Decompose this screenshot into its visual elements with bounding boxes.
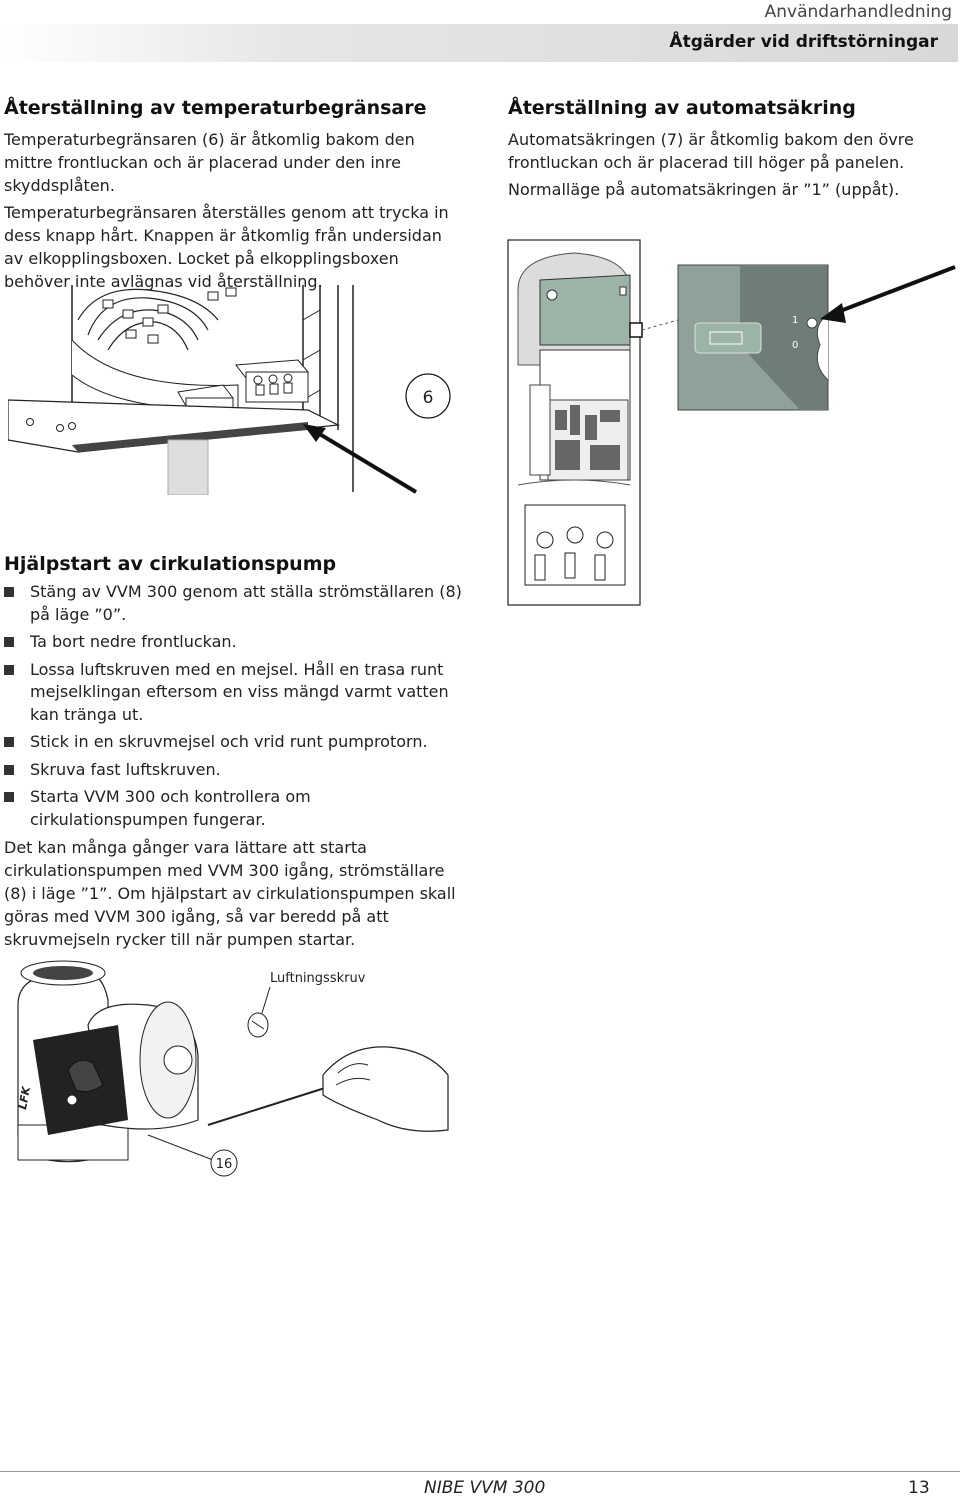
air-screw-callout: Luftningsskruv [270, 971, 366, 986]
breaker-switch-on-label: 1 [792, 315, 798, 326]
pump-step: Stäng av VVM 300 genom att ställa ströms… [4, 581, 464, 626]
bullet-icon [4, 664, 14, 675]
breaker-paragraph: Normalläge på automatsäkringen är ”1” (u… [508, 180, 900, 199]
bullet-icon [4, 764, 14, 775]
header-bar [2, 24, 958, 62]
cabinet-figure: 1 0 [507, 239, 956, 606]
pump-figure: LFK Luftningsskruv 16 [16, 960, 449, 1177]
temp-limiter-text: Temperaturbegränsaren (6) är åtkomlig ba… [4, 128, 464, 297]
temp-limiter-heading: Återställning av temperaturbegränsare [4, 97, 427, 119]
breaker-heading: Återställning av automatsäkring [508, 97, 856, 119]
page-number: 13 [908, 1478, 930, 1498]
breaker-text: Automatsäkringen (7) är åtkomlig bakom d… [508, 128, 948, 205]
pump-steps: Stäng av VVM 300 genom att ställa ströms… [4, 581, 464, 836]
pump-step: Stick in en skruvmejsel och vrid runt pu… [4, 731, 464, 754]
temp-limiter-paragraph: Temperaturbegränsaren återställes genom … [4, 203, 449, 291]
temp-limiter-callout: 6 [423, 388, 434, 408]
pump-step: Lossa luftskruven med en mejsel. Håll en… [4, 659, 464, 727]
breaker-paragraph: Automatsäkringen (7) är åtkomlig bakom d… [508, 130, 914, 172]
footer-divider [0, 1471, 960, 1472]
pump-step: Ta bort nedre frontluckan. [4, 631, 464, 654]
footer-product: NIBE VVM 300 [424, 1478, 546, 1498]
section-title: Åtgärder vid driftstörningar [669, 32, 938, 52]
temp-limiter-paragraph: Temperaturbegränsaren (6) är åtkomlig ba… [4, 130, 415, 195]
pump-note: Det kan många gånger vara lättare att st… [4, 838, 456, 949]
pump-figure-callout: 16 [216, 1157, 233, 1172]
bullet-icon [4, 637, 14, 647]
pump-heading: Hjälpstart av cirkulationspump [4, 553, 337, 575]
breaker-switch-off-label: 0 [792, 340, 798, 351]
bullet-icon [4, 587, 14, 597]
document-type: Användarhandledning [764, 2, 952, 22]
bullet-icon [4, 792, 14, 802]
pump-step: Starta VVM 300 och kontrollera om cirkul… [4, 786, 464, 831]
bullet-icon [4, 737, 14, 747]
temp-limiter-figure: 6 [8, 285, 451, 495]
pump-brand-mark: LFK [16, 1084, 33, 1110]
pump-step: Skruva fast luftskruven. [4, 759, 464, 782]
